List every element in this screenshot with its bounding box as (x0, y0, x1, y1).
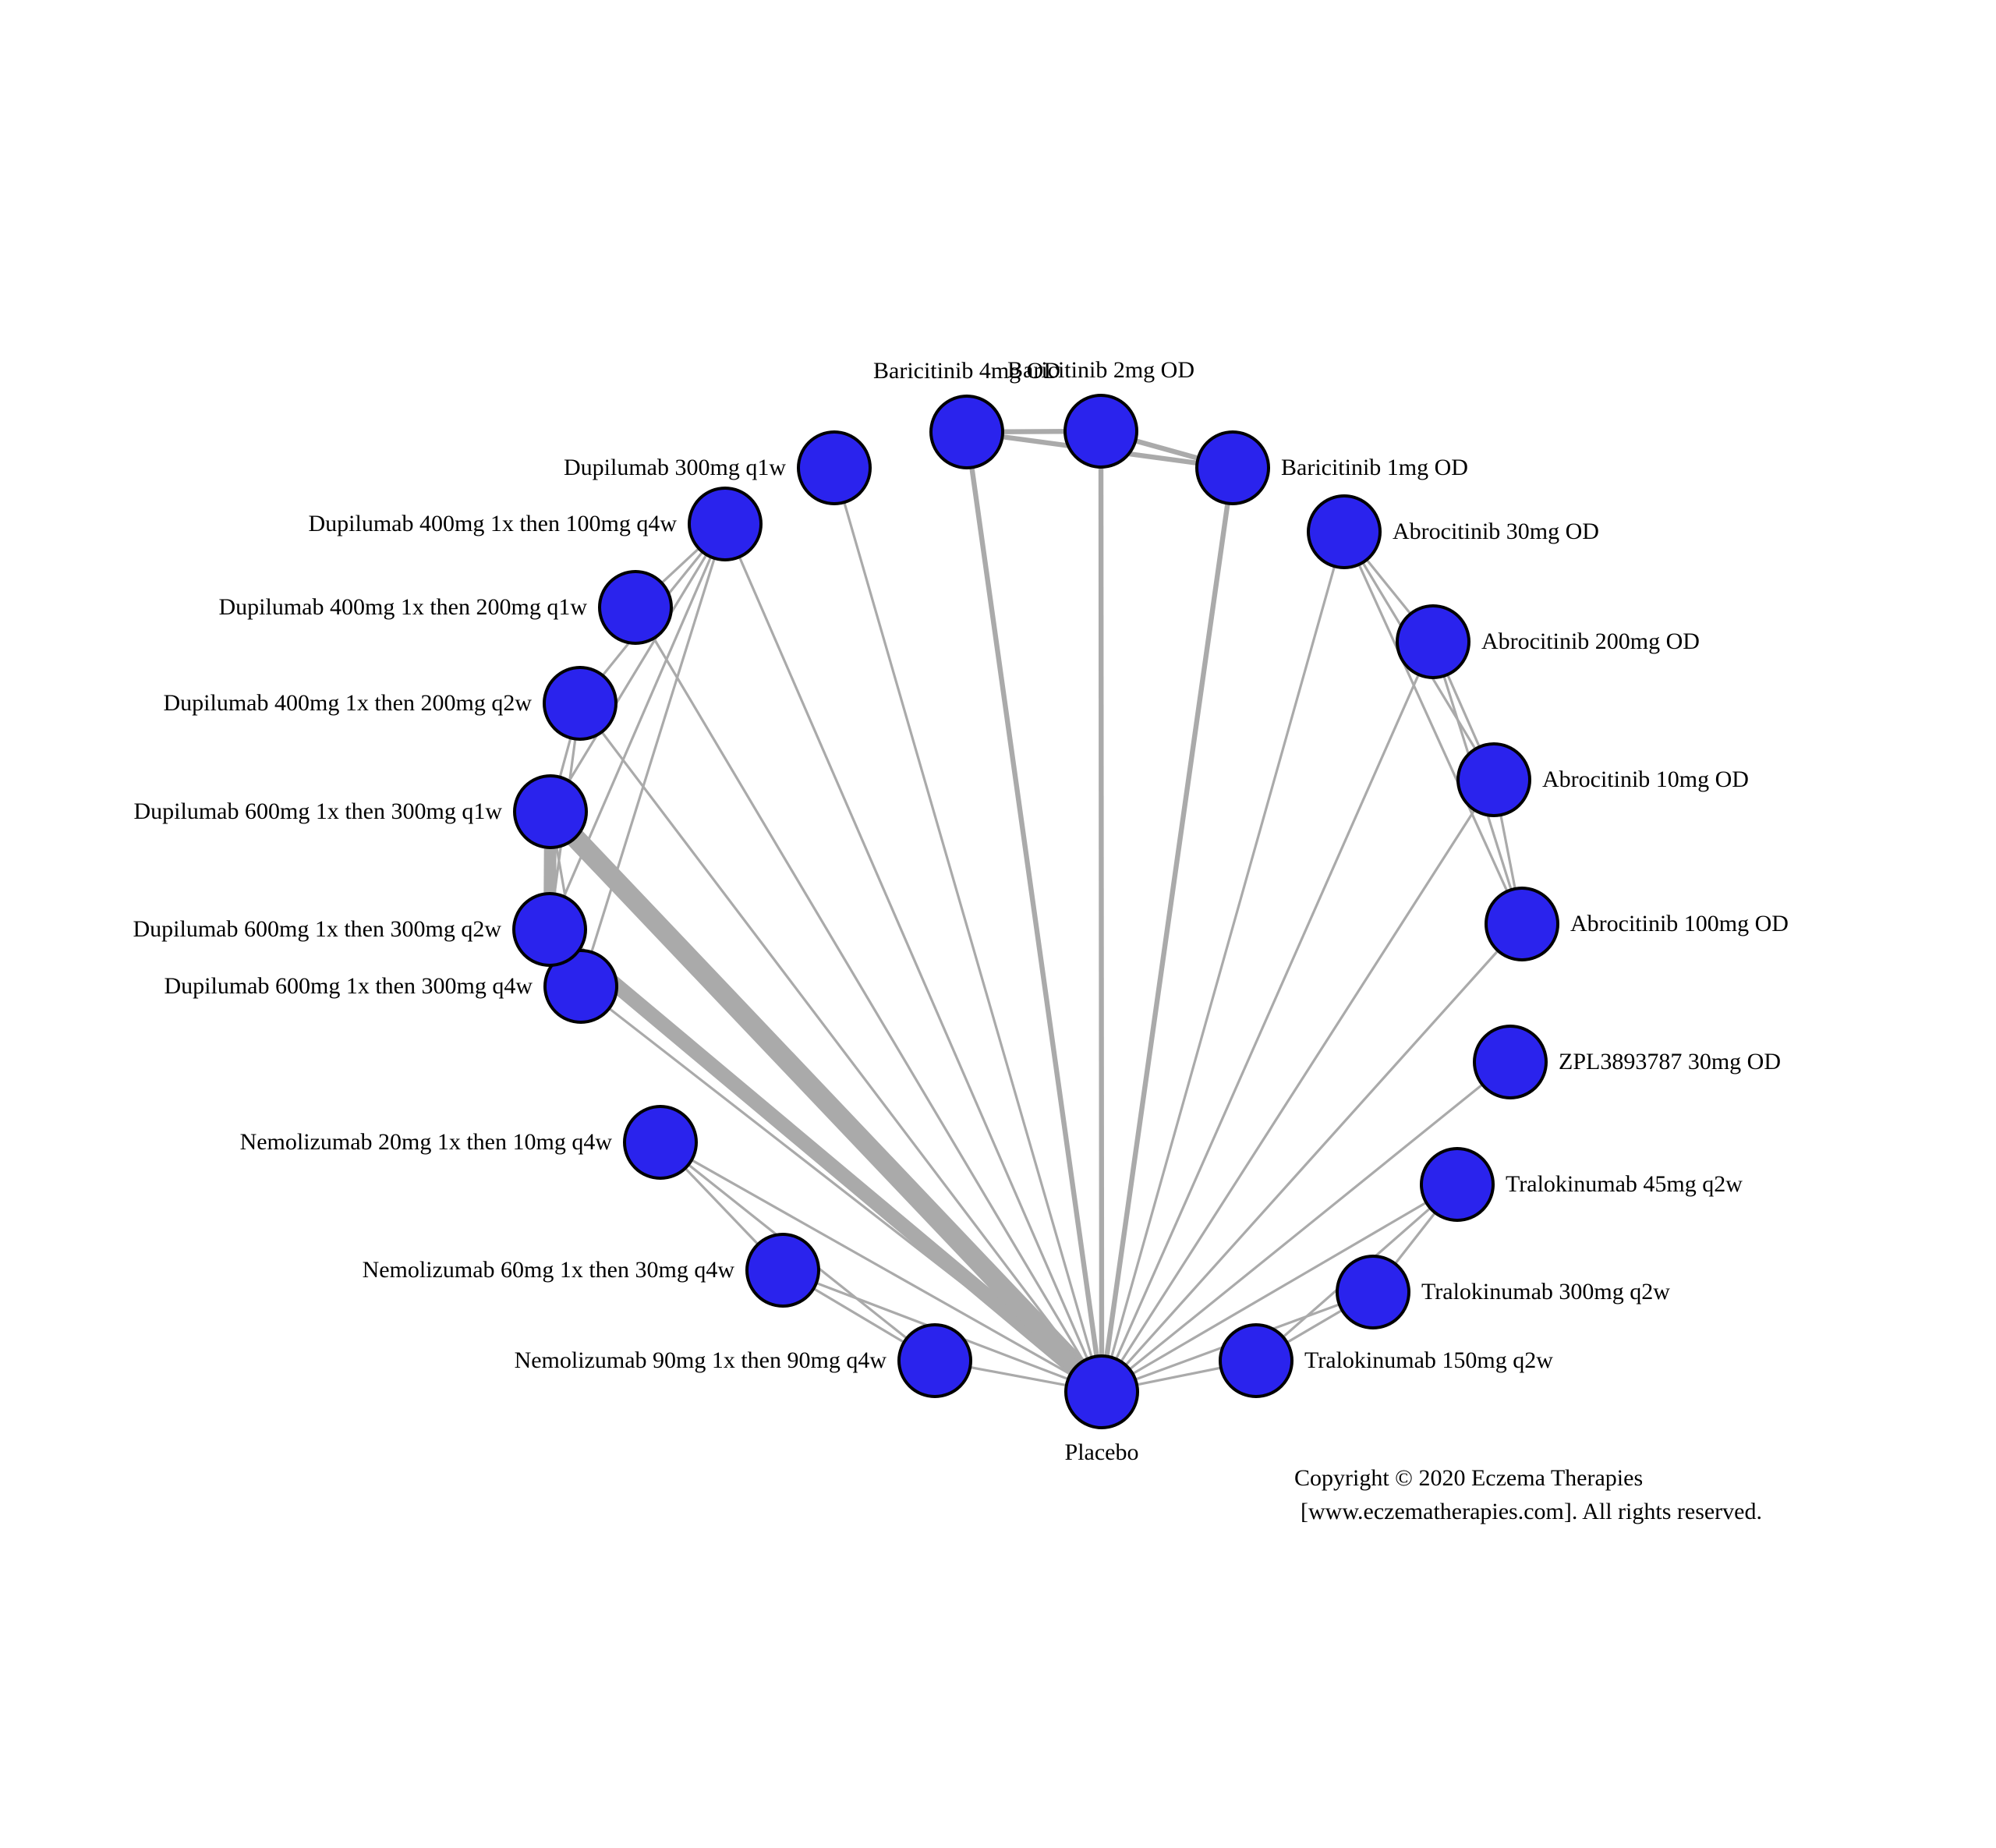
node-label: Nemolizumab 20mg 1x then 10mg q4w (239, 1129, 612, 1155)
graph-node[interactable] (688, 487, 763, 561)
graph-node[interactable] (1219, 1323, 1294, 1398)
node-label: Nemolizumab 60mg 1x then 30mg q4w (362, 1257, 734, 1283)
graph-edge (579, 703, 1103, 1393)
node-label: Abrocitinib 30mg OD (1393, 519, 1599, 544)
graph-edge (543, 805, 1109, 1399)
graph-edge (579, 523, 727, 987)
node-label: Tralokinumab 150mg q2w (1304, 1347, 1553, 1373)
graph-edge (1099, 467, 1236, 1393)
node-label: Nemolizumab 90mg 1x then 90mg q4w (514, 1347, 887, 1373)
graph-edge (1100, 922, 1524, 1393)
node-label: Dupilumab 600mg 1x then 300mg q4w (164, 973, 533, 999)
graph-edge (660, 1141, 1102, 1393)
node-label: Baricitinib 2mg OD (1007, 357, 1194, 383)
graph-node[interactable] (1473, 1025, 1548, 1099)
graph-edge (964, 431, 1105, 1393)
copyright-notice: Copyright © 2020 Eczema Therapies [www.e… (1294, 1462, 1762, 1528)
graph-edge (1100, 779, 1495, 1393)
node-label: Abrocitinib 100mg OD (1570, 911, 1789, 936)
graph-edge (1100, 531, 1346, 1393)
graph-node[interactable] (1420, 1147, 1495, 1222)
node-label: Dupilumab 400mg 1x then 200mg q2w (163, 690, 532, 716)
node-label: Dupilumab 400mg 1x then 100mg q4w (308, 511, 677, 536)
graph-edge (548, 523, 727, 930)
graph-node[interactable] (623, 1105, 698, 1180)
graph-node[interactable] (513, 774, 588, 849)
node-label: Dupilumab 600mg 1x then 300mg q1w (133, 798, 502, 824)
node-label: Dupilumab 600mg 1x then 300mg q2w (133, 916, 501, 942)
graph-node[interactable] (1195, 430, 1270, 505)
graph-node[interactable] (745, 1233, 820, 1308)
graph-node[interactable] (1485, 887, 1559, 961)
node-label: Baricitinib 1mg OD (1281, 455, 1468, 480)
node-label: Tralokinumab 45mg q2w (1506, 1171, 1743, 1197)
graph-edge (1343, 531, 1524, 925)
graph-edge (1101, 1183, 1458, 1393)
graph-edge (544, 923, 1107, 1398)
graph-node[interactable] (1456, 742, 1531, 817)
copyright-line-2: [www.eczematherapies.com]. All rights re… (1301, 1498, 1762, 1524)
graph-node[interactable] (1064, 1354, 1139, 1429)
graph-node[interactable] (512, 892, 587, 967)
graph-node[interactable] (1063, 394, 1138, 469)
edges-layer (543, 428, 1524, 1399)
graph-node[interactable] (897, 1323, 972, 1398)
graph-edge (549, 523, 727, 812)
nodes-layer (512, 394, 1559, 1429)
graph-edge (1100, 1060, 1512, 1393)
node-label: Placebo (1064, 1439, 1139, 1465)
graph-node[interactable] (797, 430, 872, 505)
graph-node[interactable] (1336, 1255, 1410, 1329)
graph-edge (833, 467, 1103, 1393)
node-label: Abrocitinib 200mg OD (1481, 628, 1700, 654)
node-label: Baricitinib 4mg OD (873, 358, 1060, 384)
node-label: Tralokinumab 300mg q2w (1421, 1279, 1670, 1305)
graph-edge (1100, 641, 1435, 1393)
node-label: Abrocitinib 10mg OD (1542, 766, 1749, 792)
graph-node[interactable] (598, 570, 673, 645)
graph-edge (1098, 430, 1105, 1393)
node-label: Dupilumab 400mg 1x then 200mg q1w (218, 594, 587, 620)
copyright-line-1: Copyright © 2020 Eczema Therapies (1294, 1465, 1644, 1491)
graph-edge (634, 607, 1103, 1393)
graph-node[interactable] (1307, 494, 1382, 569)
graph-edge (724, 523, 1103, 1393)
graph-node[interactable] (543, 949, 618, 1024)
graph-node[interactable] (1396, 604, 1470, 679)
graph-node[interactable] (929, 395, 1004, 469)
node-label: ZPL3893787 30mg OD (1559, 1049, 1781, 1074)
graph-node[interactable] (543, 666, 618, 741)
node-label: Dupilumab 300mg q1w (564, 455, 786, 480)
